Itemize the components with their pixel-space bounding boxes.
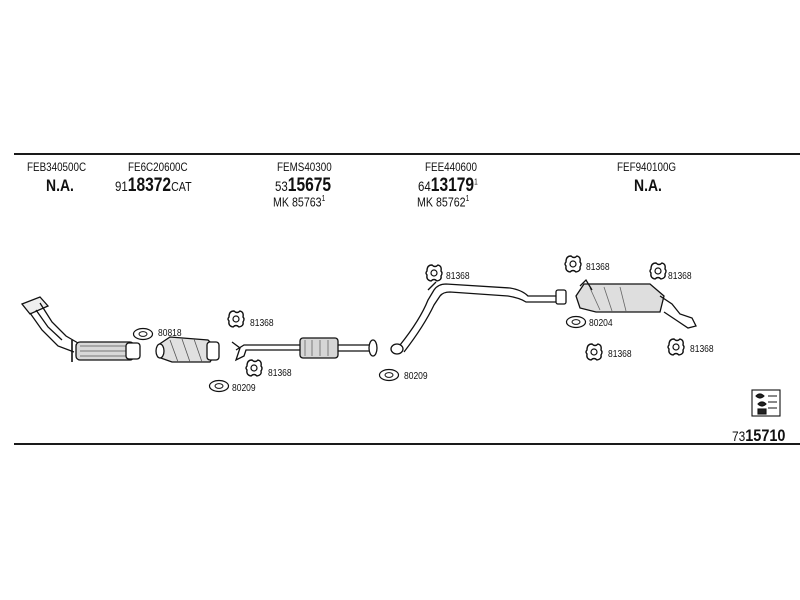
part-code-2: FE6C20600C bbox=[128, 160, 188, 174]
bottom-divider bbox=[14, 443, 800, 445]
part-number-3: 5315675 bbox=[275, 175, 332, 196]
part-label-81368-g: 81368 bbox=[690, 344, 714, 355]
top-divider bbox=[14, 153, 800, 155]
status-na-1: N.A. bbox=[46, 176, 74, 195]
mk-number-4: MK 857621 bbox=[417, 194, 470, 210]
rear-muffler bbox=[575, 278, 697, 329]
part-code-1: FEB340500C bbox=[27, 160, 87, 174]
part-label-81368-c: 81368 bbox=[446, 271, 470, 282]
part-label-80209-a: 80209 bbox=[232, 383, 256, 394]
middle-pipe bbox=[231, 337, 378, 362]
kit-number: 7315710 bbox=[732, 426, 786, 445]
part-label-81368-d: 81368 bbox=[586, 262, 610, 273]
front-pipe bbox=[20, 296, 141, 362]
part-label-81368-b: 81368 bbox=[268, 368, 292, 379]
catalytic-converter bbox=[155, 336, 220, 363]
book-icon bbox=[751, 389, 781, 417]
part-label-80818: 80818 bbox=[158, 328, 182, 339]
part-label-80204: 80204 bbox=[589, 318, 613, 329]
part-number-4: 64131791 bbox=[418, 175, 478, 196]
mk-number-3: MK 857631 bbox=[273, 194, 326, 210]
part-label-81368-e: 81368 bbox=[668, 271, 692, 282]
part-code-3: FEMS40300 bbox=[277, 160, 332, 174]
status-na-5: N.A. bbox=[634, 176, 662, 195]
part-label-81368-a: 81368 bbox=[250, 318, 274, 329]
part-label-81368-f: 81368 bbox=[608, 349, 632, 360]
part-number-2: 9118372CAT bbox=[115, 175, 192, 196]
part-label-80209-b: 80209 bbox=[404, 371, 428, 382]
part-code-4: FEE440600 bbox=[425, 160, 477, 174]
part-code-5: FEF940100G bbox=[617, 160, 677, 174]
intermediate-pipe bbox=[390, 281, 567, 355]
